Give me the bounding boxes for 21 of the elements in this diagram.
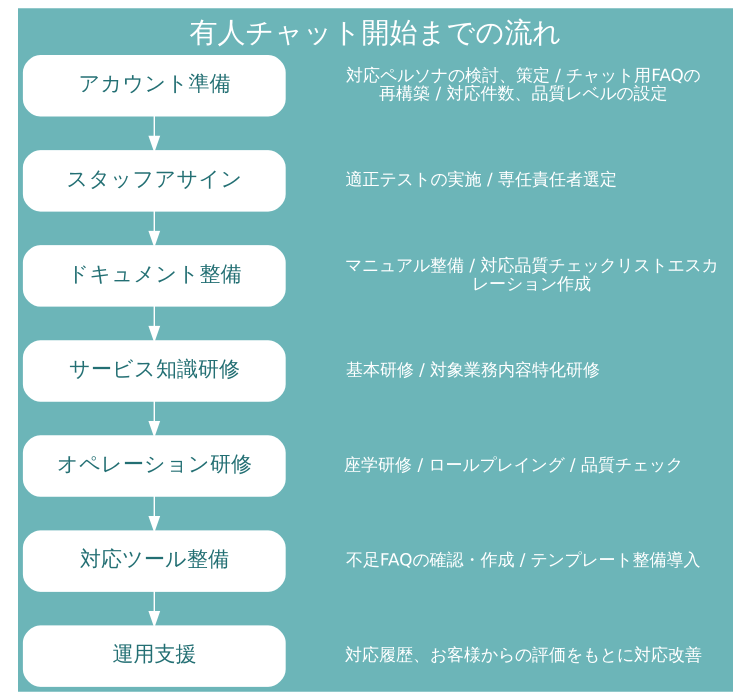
arrow	[148, 401, 160, 438]
node-label: 座学研修 / ロールプレイング / 品質チェック	[344, 454, 682, 474]
node-box: スタッフアサイン	[22, 150, 286, 212]
node-box: オペレーション研修	[22, 435, 286, 497]
node-label: 対応履歴、お客様からの評価をもとに対応改善	[344, 644, 702, 664]
node-box: ドキュメント整備	[22, 245, 286, 307]
node-label: 基本研修 / 対象業務内容特化研修	[345, 359, 600, 380]
node-label: 不足FAQの確認・作成 / テンプレート整備導入	[345, 549, 700, 570]
diagram-title: 有人チャット開始までの流れ	[189, 16, 561, 49]
arrow	[148, 591, 160, 628]
arrow	[148, 116, 160, 153]
node-box: 対応ツール整備	[22, 530, 286, 592]
arrow	[148, 496, 160, 533]
node-box: サービス知識研修	[22, 340, 286, 402]
node-box: アカウント準備	[22, 55, 286, 117]
node-box: 運用支援	[22, 625, 286, 687]
node-label: 適正テストの実施 / 専任責任者選定	[345, 169, 617, 190]
arrow	[148, 210, 160, 248]
node-label: マニュアル整備 / 対応品質チェックリストエスカレーション作成	[344, 255, 718, 294]
node-label: 対応ペルソナの検討、策定 / チャット用FAQの再構築 / 対応件数、品質レベルの設定	[345, 65, 700, 104]
arrow	[148, 306, 160, 343]
